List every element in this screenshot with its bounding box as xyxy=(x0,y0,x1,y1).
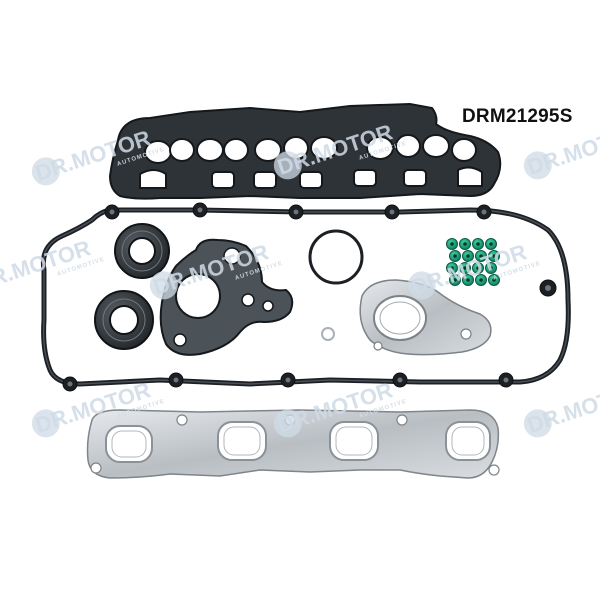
valve-stem-seal-hole xyxy=(489,242,493,246)
watermark-emblem xyxy=(273,151,302,180)
valve-stem-seal-hole xyxy=(463,266,467,270)
copper-washer xyxy=(321,327,335,341)
watermark-emblem xyxy=(273,409,302,438)
valve-stem-seal-hole xyxy=(453,254,457,258)
valve-stem-seal-hole xyxy=(476,242,480,246)
part-number-label: DRM21295S xyxy=(462,106,573,127)
watermark-brand: DR.MOTOR xyxy=(524,377,600,438)
watermark-emblem xyxy=(149,271,178,300)
valve-stem-seal-hole xyxy=(492,278,496,282)
intake-manifold-gasket xyxy=(108,102,502,200)
shaft-seal-upper xyxy=(114,223,170,279)
vacuum-pump-gasket xyxy=(159,238,294,356)
shaft-seal-lower xyxy=(94,290,154,350)
watermark-emblem xyxy=(407,271,436,300)
valve-stem-seal-hole xyxy=(450,242,454,246)
valve-stem-seal-hole xyxy=(466,278,470,282)
watermark-emblem xyxy=(31,409,60,438)
watermark-emblem xyxy=(523,409,552,438)
valve-stem-seal-hole xyxy=(463,242,467,246)
exhaust-manifold-gasket xyxy=(86,409,500,479)
valve-stem-seal-hole xyxy=(450,266,454,270)
o-ring-large xyxy=(308,229,364,285)
valve-cover-gasket xyxy=(40,202,571,392)
watermark-brand: DR.MOTOR xyxy=(524,119,600,180)
valve-stem-seal-hole xyxy=(479,278,483,282)
valve-stem-seal-hole xyxy=(489,266,493,270)
watermark-emblem xyxy=(31,157,60,186)
turbo-flange-gasket xyxy=(359,279,492,356)
valve-stem-seal-hole xyxy=(476,266,480,270)
valve-stem-seals xyxy=(446,238,500,286)
watermark-emblem xyxy=(523,151,552,180)
valve-stem-seal-hole xyxy=(453,278,457,282)
valve-stem-seal-hole xyxy=(492,254,496,258)
valve-stem-seal-hole xyxy=(479,254,483,258)
valve-stem-seal-hole xyxy=(466,254,470,258)
